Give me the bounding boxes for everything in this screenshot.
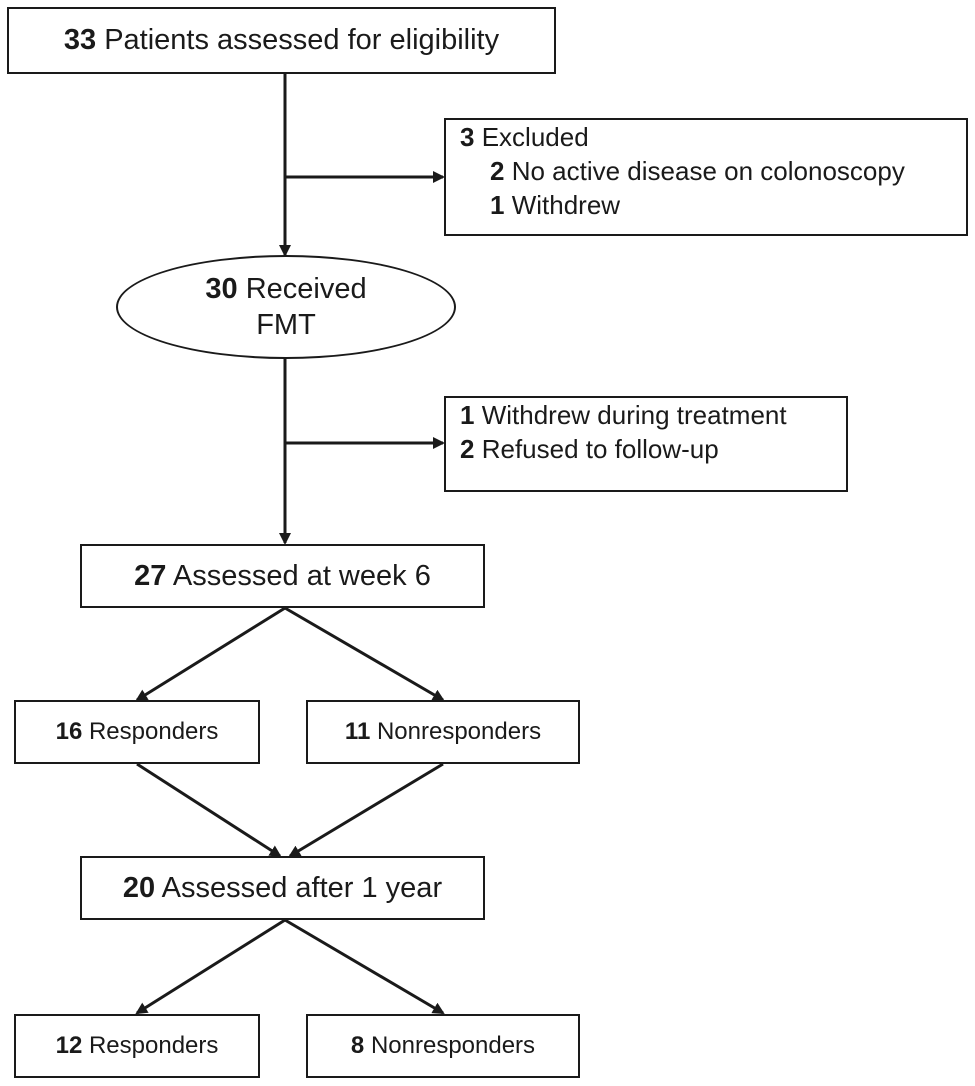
year1-responders-box: 12 Responders xyxy=(14,1014,260,1078)
withdrawal-2-text: Refused to follow-up xyxy=(481,434,719,464)
excluded-reason-2-count: 1 xyxy=(490,190,505,220)
year1-responders-label: 12 Responders xyxy=(56,1032,219,1060)
excluded-reason-1-count: 2 xyxy=(490,156,505,186)
year1-text: Assessed after 1 year xyxy=(161,871,443,904)
year1-nonresponders-label: 8 Nonresponders xyxy=(351,1032,535,1060)
week6-text: Assessed at week 6 xyxy=(172,559,431,592)
week6-count: 27 xyxy=(134,559,167,592)
withdrawal-1: 1 Withdrew during treatment xyxy=(460,398,787,432)
week6-nonresponders-count: 11 xyxy=(344,718,371,745)
week6-nonresponders-label: 11 Nonresponders xyxy=(345,718,541,746)
excluded-reason-2: 1 Withdrew xyxy=(460,188,620,222)
arrow-nonresponders-to-year1 xyxy=(288,762,444,858)
week6-label: 27 Assessed at week 6 xyxy=(134,560,431,593)
assessed-text: Patients assessed for eligibility xyxy=(104,24,500,56)
patients-assessed-box: 33 Patients assessed for eligibility xyxy=(7,7,556,74)
excluded-text: Excluded xyxy=(481,122,589,152)
week6-responders-label: 16 Responders xyxy=(56,718,219,746)
assessed-count: 33 xyxy=(63,24,97,56)
year1-nonresponders-box: 8 Nonresponders xyxy=(306,1014,580,1078)
withdrawal-2-count: 2 xyxy=(460,434,475,464)
excluded-header: 3 Excluded xyxy=(460,120,589,154)
year1-count: 20 xyxy=(122,871,156,904)
withdrawals-box: 1 Withdrew during treatment 2 Refused to… xyxy=(444,396,848,492)
excluded-reason-1-text: No active disease on colonoscopy xyxy=(511,156,905,186)
excluded-box: 3 Excluded 2 No active disease on colono… xyxy=(444,118,968,236)
received-text-2: FMT xyxy=(256,309,316,341)
received-count: 30 xyxy=(205,273,238,305)
received-text-1: Received xyxy=(245,273,367,305)
arrow-week6-to-responders xyxy=(135,606,286,702)
arrow-week6-to-nonresponders xyxy=(284,606,445,702)
week6-responders-count: 16 xyxy=(55,718,83,745)
withdrawal-1-text: Withdrew during treatment xyxy=(481,400,787,430)
week6-responders-text: Responders xyxy=(88,718,219,745)
received-fmt-ellipse: 30 Received FMT xyxy=(116,255,456,359)
week6-responders-box: 16 Responders xyxy=(14,700,260,764)
arrow-year1-to-nonresponders xyxy=(284,918,445,1015)
year1-box: 20 Assessed after 1 year xyxy=(80,856,485,920)
received-line-1: 30 Received xyxy=(205,271,366,307)
year1-nonresponders-text: Nonresponders xyxy=(370,1032,536,1059)
arrow-responders-to-year1 xyxy=(136,762,282,858)
excluded-count: 3 xyxy=(460,122,475,152)
week6-box: 27 Assessed at week 6 xyxy=(80,544,485,608)
excluded-reason-2-text: Withdrew xyxy=(511,190,621,220)
year1-responders-count: 12 xyxy=(55,1032,83,1059)
year1-nonresponders-count: 8 xyxy=(350,1032,365,1059)
excluded-reason-1: 2 No active disease on colonoscopy xyxy=(460,154,905,188)
withdrawal-1-count: 1 xyxy=(460,400,475,430)
year1-label: 20 Assessed after 1 year xyxy=(123,872,442,905)
year1-responders-text: Responders xyxy=(88,1032,219,1059)
week6-nonresponders-box: 11 Nonresponders xyxy=(306,700,580,764)
week6-nonresponders-text: Nonresponders xyxy=(376,718,542,745)
arrow-year1-to-responders xyxy=(135,918,286,1015)
withdrawal-2: 2 Refused to follow-up xyxy=(460,432,719,466)
assessed-label: 33 Patients assessed for eligibility xyxy=(64,24,499,57)
